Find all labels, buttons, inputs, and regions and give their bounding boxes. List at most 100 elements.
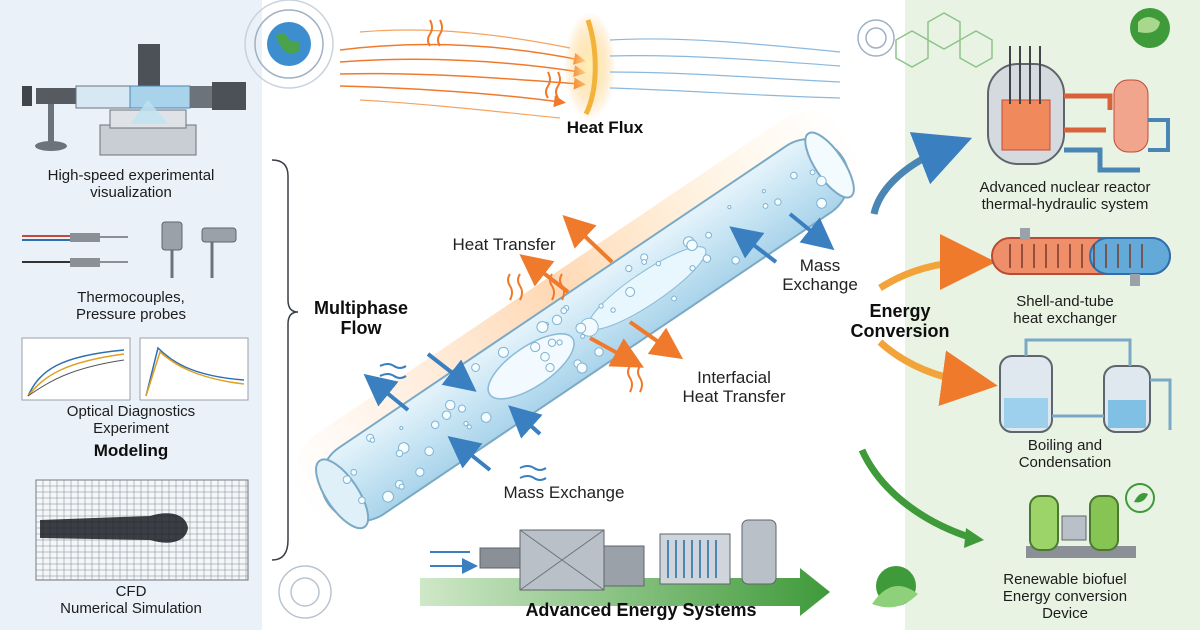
- boiling-label-line2: Condensation: [1018, 453, 1112, 471]
- bubble: [445, 399, 456, 411]
- nuclear-reactor-illustration: [987, 46, 1170, 173]
- energy-conversion-label: Energy Conversion: [830, 301, 970, 341]
- bubble: [382, 490, 394, 503]
- bubble: [415, 467, 425, 477]
- interfacial-line2: Heat Transfer: [682, 387, 786, 407]
- globe-icon: [244, 0, 334, 89]
- modeling-label: Modeling: [93, 441, 169, 460]
- biofuel-label-line1: Renewable biofuel: [1003, 571, 1127, 588]
- mass-exchange-right-line1: Mass: [799, 256, 841, 275]
- bubble: [641, 259, 648, 265]
- mass-exchange-arrows: [363, 212, 835, 481]
- heat-transfer-arrows: [507, 214, 684, 393]
- bubble: [774, 198, 782, 206]
- visualization-label-line2: visualization: [90, 183, 172, 201]
- interfacial-line1: Interfacial: [697, 368, 771, 387]
- multiphase-flow-label: Multiphase Flow: [298, 298, 424, 338]
- optical-diagnostics-plots: [21, 337, 249, 401]
- biofuel-device-illustration: [1026, 483, 1155, 558]
- bubble: [580, 333, 586, 339]
- high-speed-camera-rig: [22, 44, 246, 156]
- exchanger-label-line2: heat exchanger: [1013, 309, 1117, 327]
- bubble: [530, 341, 541, 353]
- bubble: [551, 314, 563, 326]
- boiling-condensation-illustration: [999, 338, 1172, 433]
- bubble: [350, 468, 358, 476]
- heat-transfer-label: Heat Transfer: [452, 235, 556, 254]
- bubble: [727, 204, 732, 210]
- bubble: [424, 446, 434, 456]
- mass-exchange-bottom-label: Mass Exchange: [503, 483, 625, 502]
- bubble: [598, 303, 604, 309]
- cfd-label: CFD Numerical Simulation: [0, 583, 262, 618]
- biofuel-label: Renewable biofuel Energy conversion Devi…: [930, 571, 1200, 622]
- bubble: [762, 203, 769, 209]
- visualization-label-line1: High-speed experimental: [47, 167, 215, 184]
- bubble: [545, 362, 555, 373]
- bubble: [463, 420, 469, 427]
- shell-tube-exchanger-illustration: [991, 228, 1171, 286]
- biofuel-label-line2: Energy conversion: [1002, 587, 1128, 605]
- cfd-label-line1: CFD: [115, 583, 147, 600]
- multiphase-pipe: [294, 111, 858, 530]
- bubble: [480, 411, 492, 423]
- bubble: [689, 265, 696, 272]
- optical-label-line2: Experiment: [93, 419, 169, 437]
- boiling-label: Boiling and Condensation: [930, 437, 1200, 472]
- advanced-energy-systems-label: Advanced Energy Systems: [525, 600, 757, 620]
- bubble: [610, 307, 616, 313]
- visualization-label: High-speed experimental visualization: [0, 167, 262, 202]
- exchanger-label-line1: Shell-and-tube: [1016, 293, 1114, 310]
- bubble: [369, 437, 376, 443]
- bubble: [398, 483, 405, 490]
- multiphase-flow-line2: Flow: [340, 318, 382, 339]
- hexagon-network-icon: [857, 12, 993, 68]
- bubble: [556, 339, 563, 346]
- bubble: [625, 264, 633, 273]
- cfd-mesh: [35, 479, 249, 581]
- bubble: [790, 171, 798, 180]
- bubble: [560, 307, 568, 315]
- bubble: [594, 347, 604, 357]
- bubble: [625, 286, 636, 297]
- bubble: [576, 362, 588, 374]
- bubble: [575, 322, 587, 334]
- sprout-icon: [872, 566, 918, 608]
- bubble: [395, 449, 404, 458]
- bubble: [655, 260, 662, 267]
- bubble: [809, 169, 816, 176]
- heat-flux-waves: [339, 12, 841, 120]
- probes-label: Thermocouples, Pressure probes: [0, 289, 262, 324]
- left-bracket: [271, 159, 299, 561]
- optical-label: Optical Diagnostics Experiment: [0, 403, 262, 438]
- energy-system-machinery: [420, 519, 830, 616]
- bubble: [466, 424, 472, 430]
- probes-label-line2: Pressure probes: [75, 305, 187, 323]
- nuclear-label-line1: Advanced nuclear reactor: [979, 179, 1151, 196]
- interfacial-heat-transfer-label: Interfacial Heat Transfer: [656, 368, 812, 406]
- bubble: [441, 410, 452, 420]
- bubble: [671, 295, 677, 302]
- bubble: [536, 320, 549, 333]
- bubble: [702, 254, 712, 263]
- bubble: [816, 197, 828, 209]
- cfd-label-line2: Numerical Simulation: [60, 599, 202, 617]
- nuclear-label: Advanced nuclear reactor thermal-hydraul…: [930, 179, 1200, 214]
- boiling-label-line1: Boiling and: [1027, 437, 1103, 454]
- bubble: [430, 420, 440, 429]
- bubble: [358, 496, 366, 505]
- mass-exchange-right-label: Mass Exchange: [778, 256, 862, 294]
- mass-exchange-right-line2: Exchange: [782, 275, 858, 295]
- bubble: [686, 239, 698, 251]
- bubble: [399, 425, 404, 430]
- bubble: [458, 404, 467, 413]
- exchanger-label: Shell-and-tube heat exchanger: [930, 293, 1200, 328]
- bubble: [497, 346, 509, 358]
- optical-label-line1: Optical Diagnostics: [66, 403, 196, 420]
- probes-label-line1: Thermocouples,: [77, 289, 185, 306]
- biofuel-label-line3: Device: [1042, 604, 1088, 622]
- bubble: [547, 338, 557, 347]
